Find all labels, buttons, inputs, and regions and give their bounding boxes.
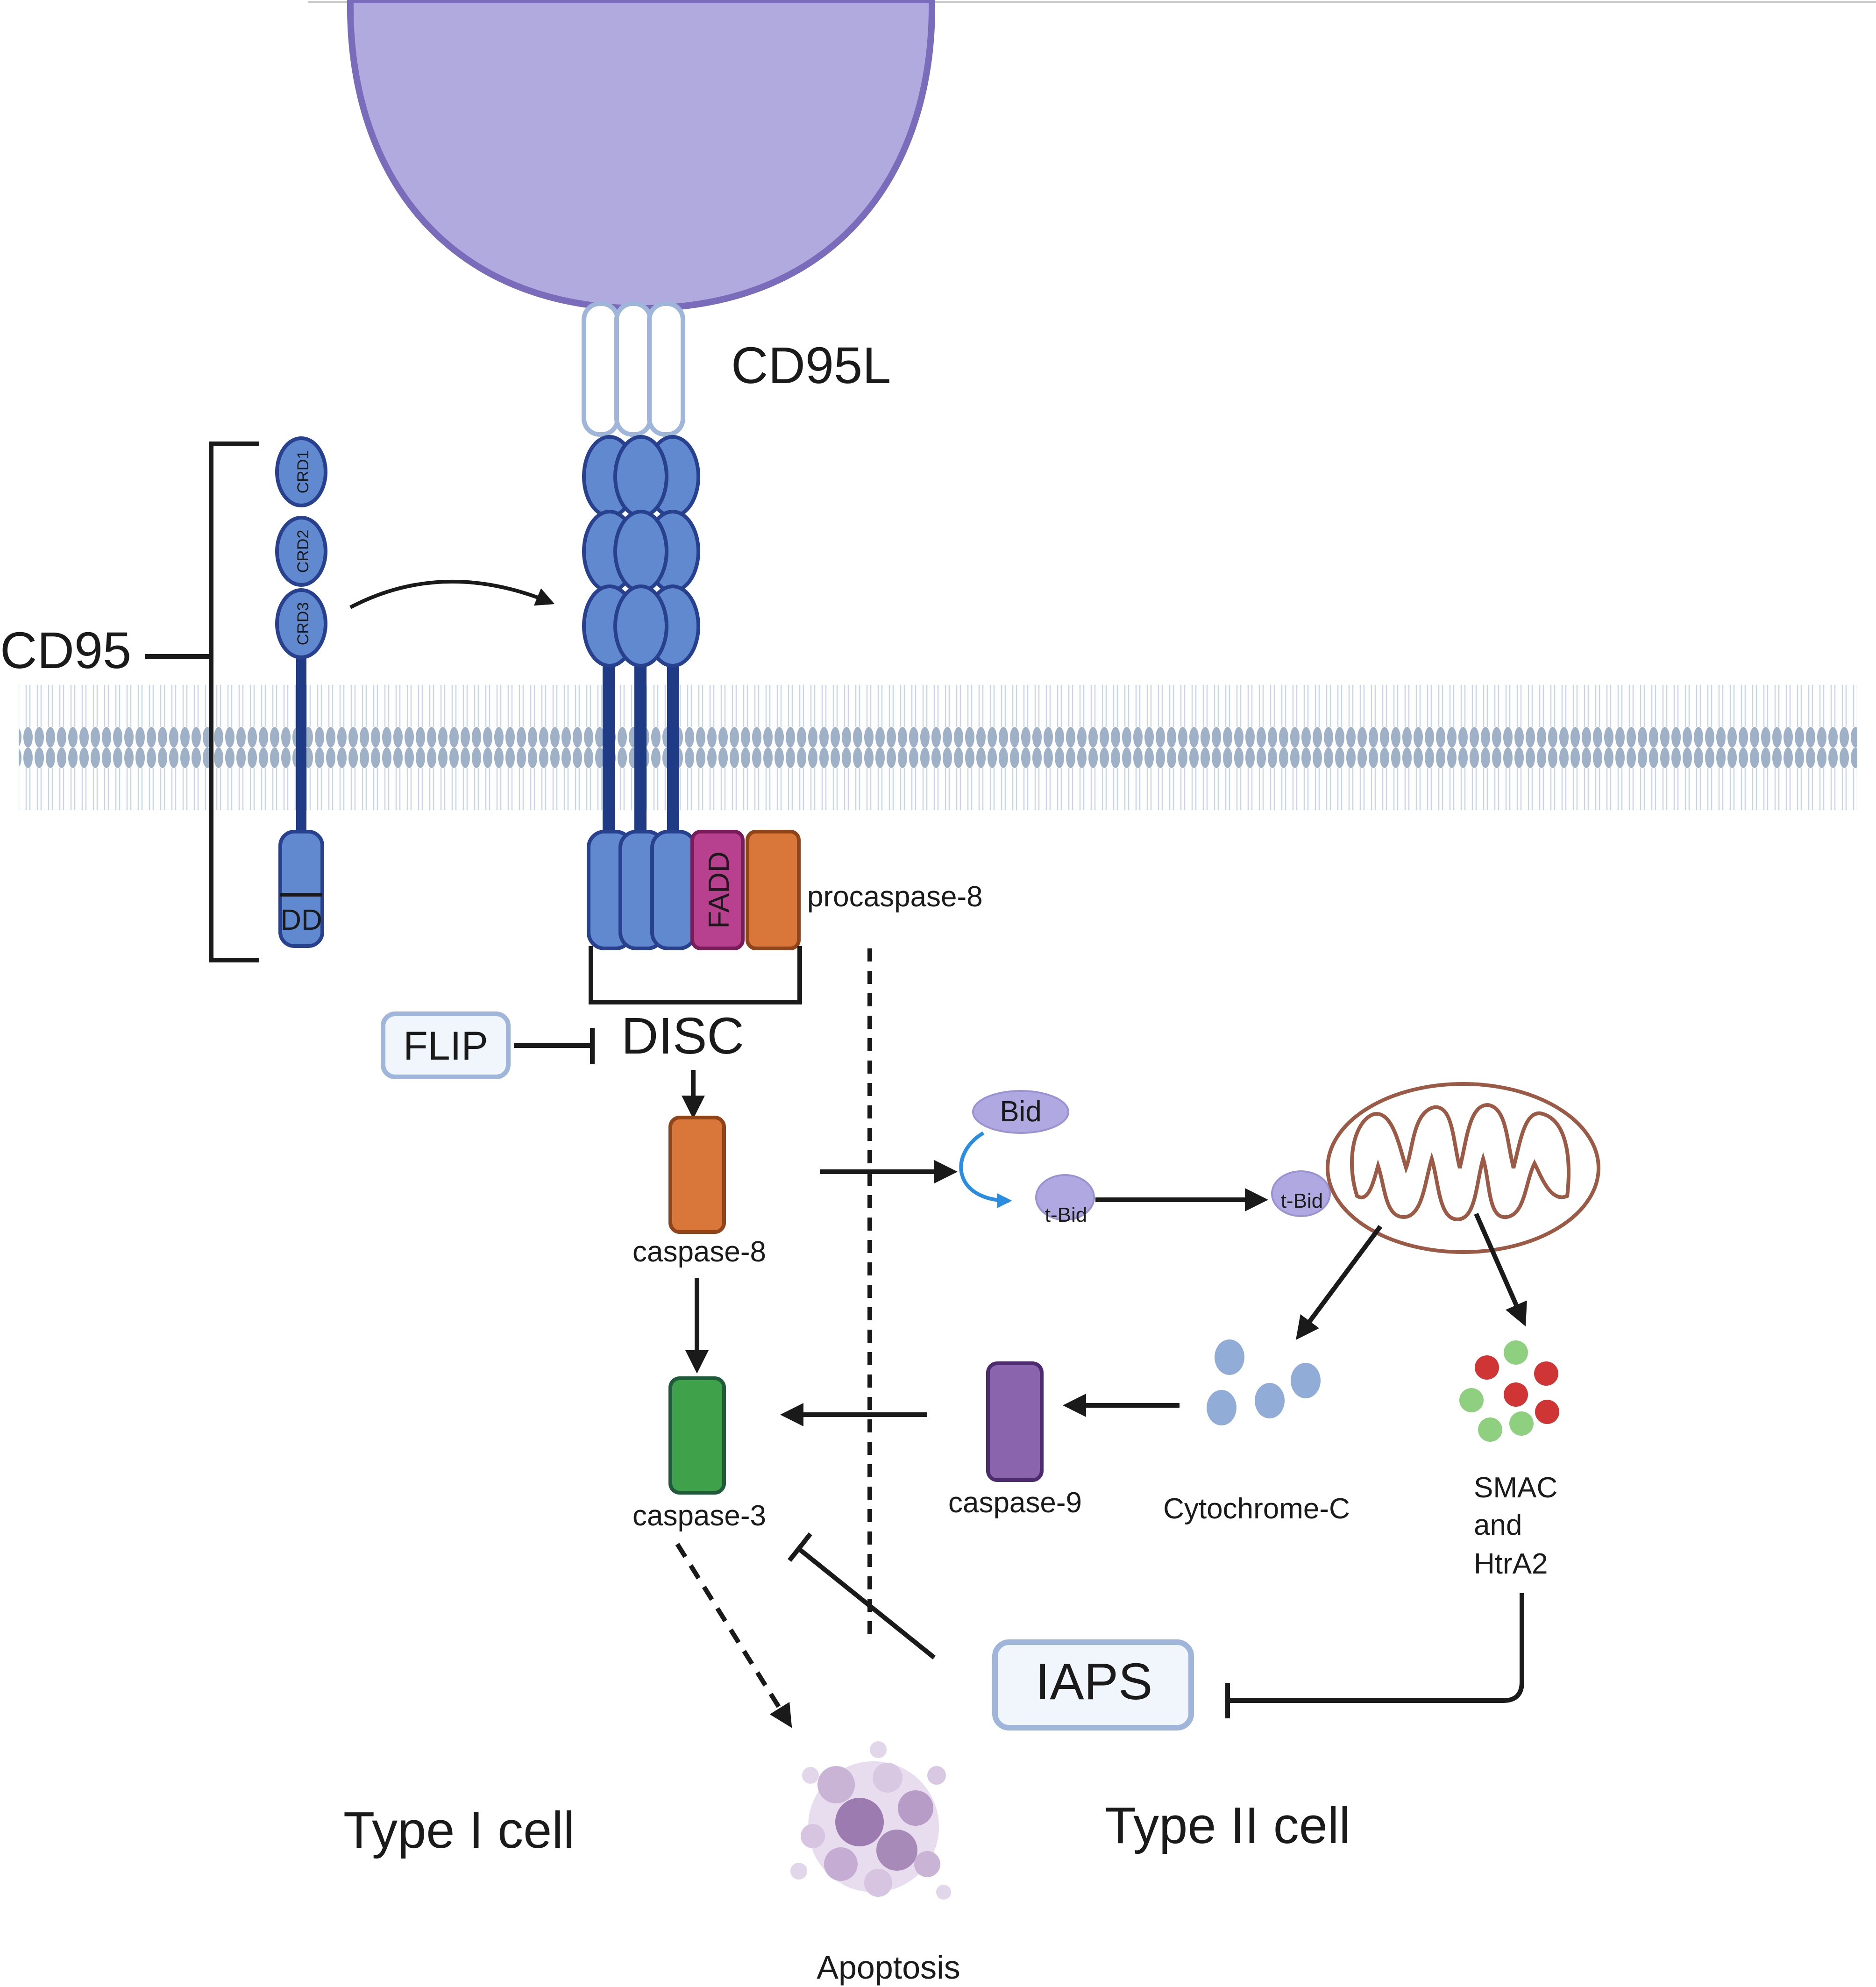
crd1-label: CRD1 [294, 450, 312, 494]
dd-label: DD [280, 904, 322, 936]
trimerization-arrow [349, 579, 555, 609]
smac-label-line2: and [1474, 1509, 1522, 1541]
tbid-mito-shape [1271, 1170, 1331, 1217]
cell-membrane [19, 684, 1857, 834]
caspase3-box [668, 1376, 726, 1495]
apoptosis-label: Apoptosis [817, 1949, 960, 1986]
cd95-trimer [582, 435, 801, 950]
monomer-stem [296, 645, 306, 841]
cd95-label: CD95 [0, 622, 131, 679]
caspase8-box [668, 1116, 726, 1234]
iaps-label: IAPS [1036, 1653, 1153, 1710]
disc-label: DISC [621, 1007, 744, 1065]
cd95l-label: CD95L [731, 337, 891, 394]
procaspase8-label: procaspase-8 [807, 881, 983, 913]
tbid-mito-label: t-Bid [1281, 1189, 1323, 1212]
type1-cell-label: Type I cell [343, 1802, 575, 1859]
caspase9-box [986, 1361, 1044, 1482]
smac-htra2-molecules [1459, 1340, 1559, 1442]
ligand-stalk-1 [582, 301, 620, 437]
bid-cleavage-curve [959, 1131, 1012, 1208]
iaps-to-caspase3-inhibition-line [797, 1547, 936, 1659]
cytochrome-c-label: Cytochrome-C [1163, 1493, 1350, 1525]
cd95l-ligand [347, 0, 936, 437]
cd95-monomer [275, 436, 327, 948]
iaps-box [992, 1639, 1194, 1731]
disc-bracket [589, 946, 802, 1004]
iaps-to-caspase3-inhibition-bar [788, 1532, 812, 1562]
crd1-domain [275, 436, 327, 507]
dd-domain [278, 830, 324, 948]
bid-label: Bid [1000, 1096, 1042, 1128]
caspase8-label: caspase-8 [632, 1236, 766, 1268]
mitochondrion [1326, 1082, 1600, 1254]
mito-to-cytochrome-arrow [1296, 1225, 1383, 1340]
crd3-domain [275, 588, 327, 659]
fadd-box [690, 830, 745, 950]
tbid-label: t-Bid [1045, 1204, 1087, 1226]
caspase3-label: caspase-3 [632, 1500, 766, 1532]
smac-to-iaps-inhibition-line [1228, 1593, 1524, 1703]
mito-to-smac-arrow [1474, 1212, 1527, 1327]
procaspase8-box [746, 830, 801, 950]
caspase3-to-apoptosis-arrow [675, 1543, 792, 1728]
bid-shape [972, 1090, 1069, 1134]
ligand-stalk-3 [647, 301, 685, 437]
cytochrome-c-molecules [1207, 1339, 1321, 1425]
tbid-shape [1035, 1174, 1095, 1221]
fadd-label: FADD [703, 851, 735, 928]
cd95-bracket [145, 442, 259, 962]
crd2-label: CRD2 [294, 530, 312, 573]
ligand-stalk-2 [614, 301, 653, 437]
crd2-domain [275, 516, 327, 587]
smac-label-line1: SMAC [1474, 1472, 1557, 1504]
flip-box [381, 1011, 511, 1079]
flip-label: FLIP [403, 1024, 488, 1068]
apoptotic-cell-icon [790, 1741, 951, 1900]
smac-label-line3: HtrA2 [1474, 1548, 1548, 1580]
type2-cell-label: Type II cell [1105, 1797, 1350, 1854]
caspase9-label: caspase-9 [948, 1487, 1082, 1519]
crd3-label: CRD3 [294, 602, 312, 646]
